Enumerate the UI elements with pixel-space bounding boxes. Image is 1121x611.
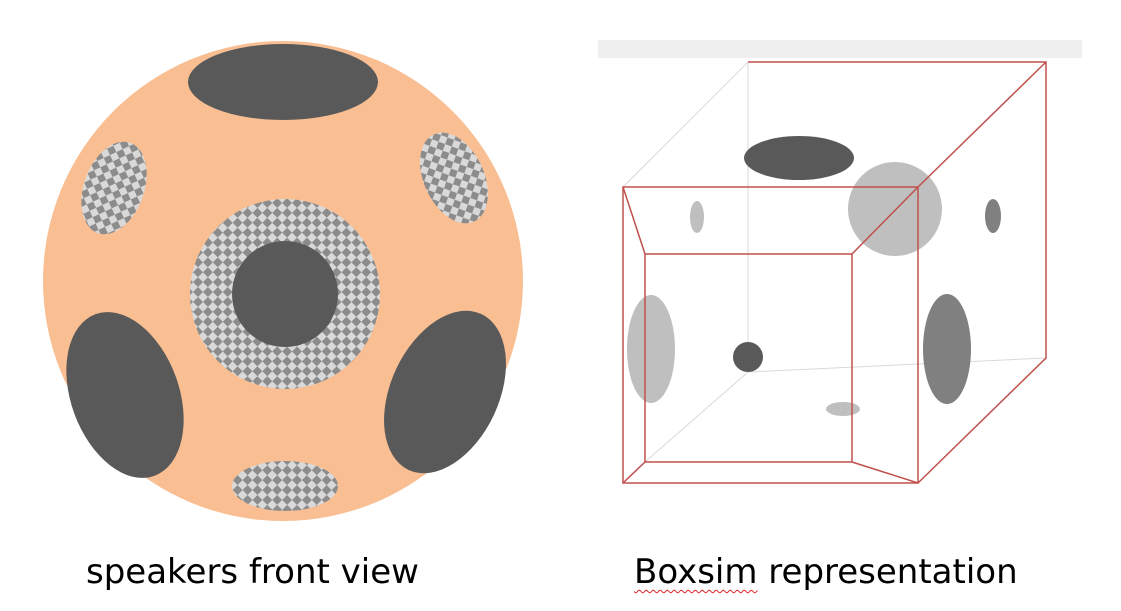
box-edges	[622, 61, 1047, 484]
header-bar	[598, 40, 1082, 58]
hidden-edges	[622, 61, 1047, 463]
boxsim-bottom-driver	[826, 402, 860, 416]
caption-boxsim-word: Boxsim	[634, 552, 758, 592]
boxsim-small-dark-driver	[985, 199, 1001, 233]
center-woofer	[232, 241, 338, 347]
boxsim-top-driver	[744, 136, 854, 180]
top-driver	[188, 44, 378, 120]
boxsim-center-driver	[733, 342, 763, 372]
caption-boxsim-representation: Boxsim representation	[634, 552, 1018, 592]
boxsim-small-light-driver	[690, 201, 704, 233]
speaker-front-view	[43, 41, 523, 521]
caption-representation-word: representation	[757, 552, 1018, 592]
boxsim-left-light-driver	[627, 295, 675, 403]
lower-left-driver	[66, 312, 184, 478]
lower-right-driver	[384, 310, 506, 474]
boxsim-large-light-driver	[848, 162, 942, 256]
caption-speakers-front-view: speakers front view	[86, 552, 419, 592]
upper-left-tweeter	[81, 141, 147, 235]
boxsim-right-dark-driver	[923, 294, 971, 404]
boxsim-representation	[598, 40, 1082, 484]
upper-right-tweeter	[420, 132, 488, 224]
bottom-tweeter	[232, 461, 338, 511]
